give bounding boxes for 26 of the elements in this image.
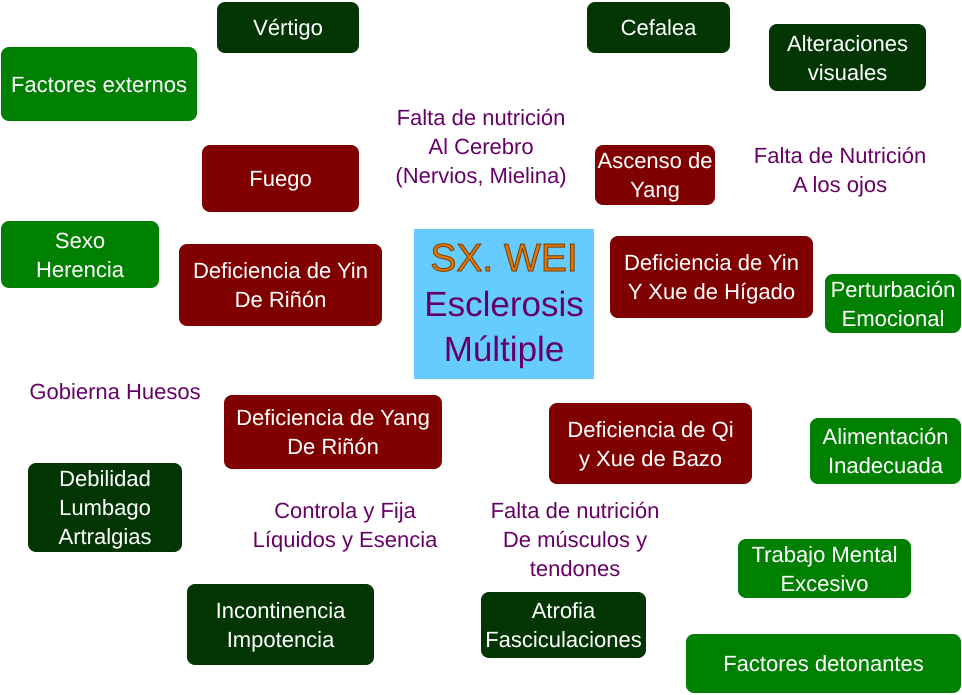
- symptom-box: Atrofia Fasciculaciones: [481, 592, 646, 658]
- relation-note: Controla y Fija Líquidos y Esencia: [252, 497, 438, 554]
- diagnosis-box: [414, 229, 594, 379]
- relation-note: Falta de Nutrición A los ojos: [752, 142, 928, 199]
- symptom-box: Cefalea: [587, 2, 730, 53]
- cause-box: Sexo Herencia: [1, 221, 159, 288]
- syndrome-box: Ascenso de Yang: [595, 145, 715, 205]
- cause-box: Alimentación Inadecuada: [810, 418, 961, 484]
- relation-note: Falta de nutrición De músculos y tendones: [490, 497, 660, 583]
- syndrome-box: Fuego: [202, 145, 359, 212]
- syndrome-box: Deficiencia de Yin Y Xue de Hígado: [610, 236, 813, 318]
- symptom-box: Incontinencia Impotencia: [187, 584, 374, 665]
- relation-note: Gobierna Huesos: [28, 378, 202, 406]
- syndrome-box: Deficiencia de Yin De Riñón: [179, 244, 382, 326]
- relation-note: Falta de nutrición Al Cerebro (Nervios, Mielina): [394, 104, 568, 190]
- symptom-box: Debilidad Lumbago Artralgias: [28, 463, 182, 552]
- symptom-box: Alteraciones visuales: [769, 24, 926, 91]
- syndrome-box: Deficiencia de Qi y Xue de Bazo: [549, 403, 752, 484]
- cause-box: Factores externos: [1, 47, 197, 121]
- syndrome-title: SX. WEI: [430, 236, 578, 282]
- disease-name: Esclerosis Múltiple: [423, 284, 585, 371]
- cause-box: Trabajo Mental Excesivo: [738, 539, 911, 598]
- syndrome-box: Deficiencia de Yang De Riñón: [224, 395, 442, 469]
- symptom-box: Vértigo: [217, 2, 359, 53]
- cause-box: Perturbación Emocional: [825, 274, 961, 333]
- cause-box: Factores detonantes: [686, 634, 961, 693]
